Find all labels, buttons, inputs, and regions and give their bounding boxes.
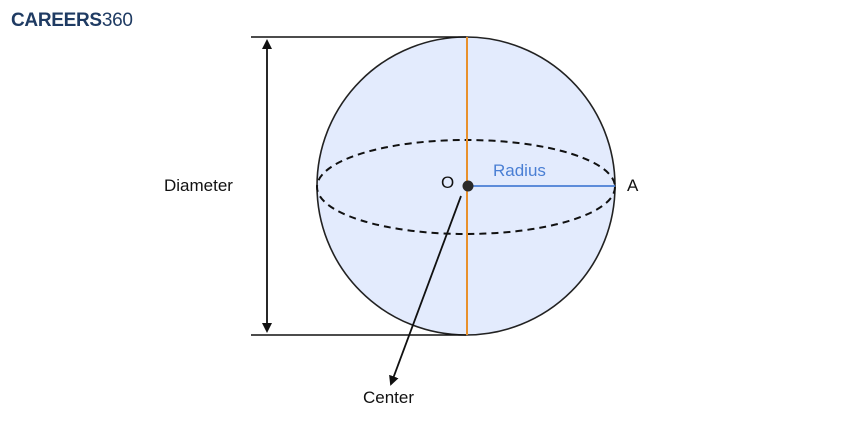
- center-pointer-arrow: [389, 195, 462, 386]
- brand-logo: CAREERS360: [11, 10, 133, 31]
- center-point-label: O: [441, 173, 454, 192]
- center-point-dot: [462, 180, 474, 192]
- radius-label: Radius: [493, 161, 546, 180]
- brand-logo-bold: CAREERS: [11, 10, 102, 31]
- center-label: Center: [363, 388, 414, 407]
- brand-logo-light: 360: [102, 10, 133, 31]
- edge-point-label: A: [627, 176, 639, 195]
- diameter-label: Diameter: [164, 176, 233, 195]
